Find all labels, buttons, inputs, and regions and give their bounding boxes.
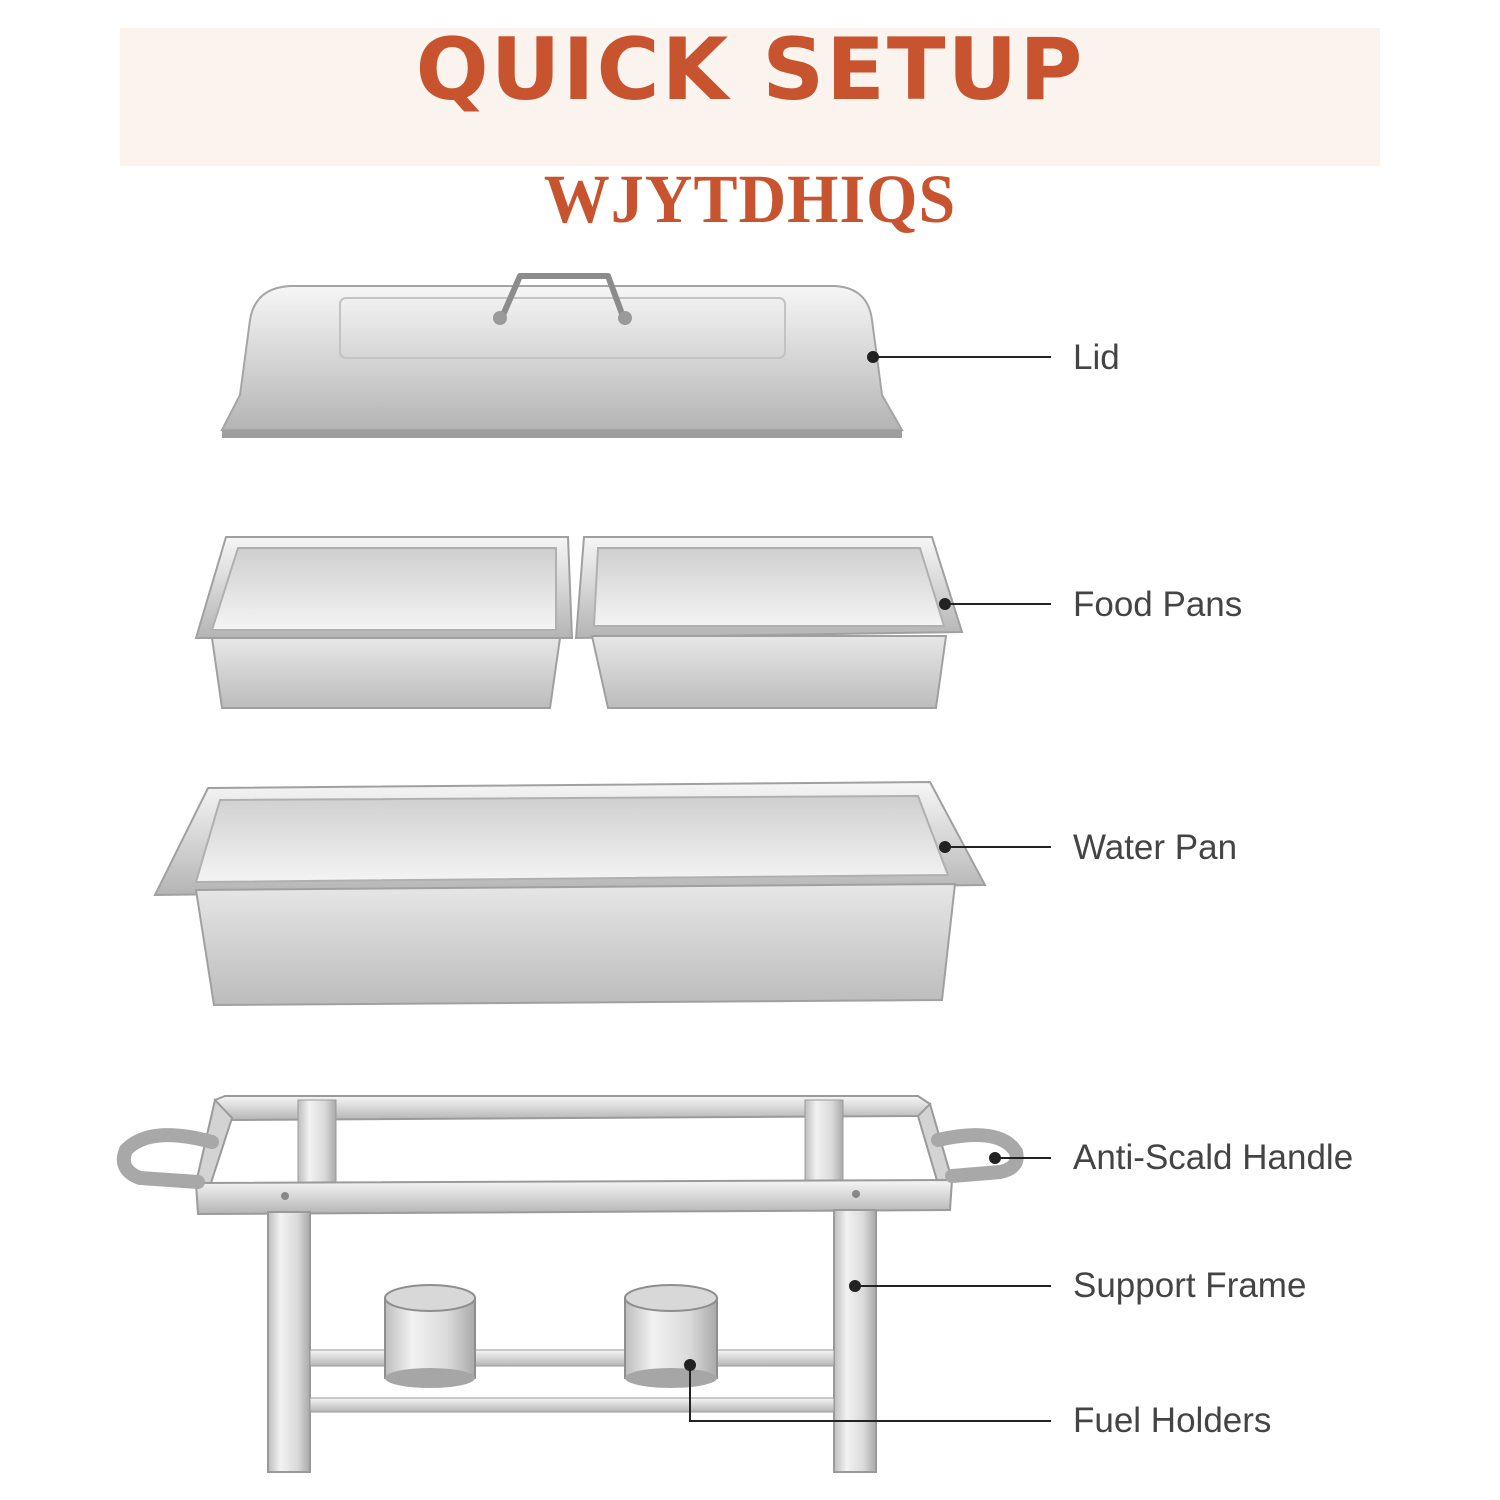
page-title: QUICK SETUP [415,20,1085,120]
lid-part [220,273,904,438]
callout-label-anti-scald-handle: Anti-Scald Handle [1073,1138,1354,1177]
callout-label-support-frame: Support Frame [1073,1266,1307,1305]
brand-name: WJYTDHIQS [543,161,957,238]
fuel-holders-part [384,1284,718,1388]
callout-label-lid: Lid [1073,338,1120,377]
food-pans-part [194,536,964,709]
support-frame-part [116,1095,1024,1473]
callout-label-food-pans: Food Pans [1073,585,1243,624]
water-pan-part [153,780,987,1007]
callout-lines [684,351,1051,1422]
callout-label-fuel-holders: Fuel Holders [1073,1401,1272,1440]
header-banner [120,28,1380,166]
callout-label-water-pan: Water Pan [1073,828,1238,867]
